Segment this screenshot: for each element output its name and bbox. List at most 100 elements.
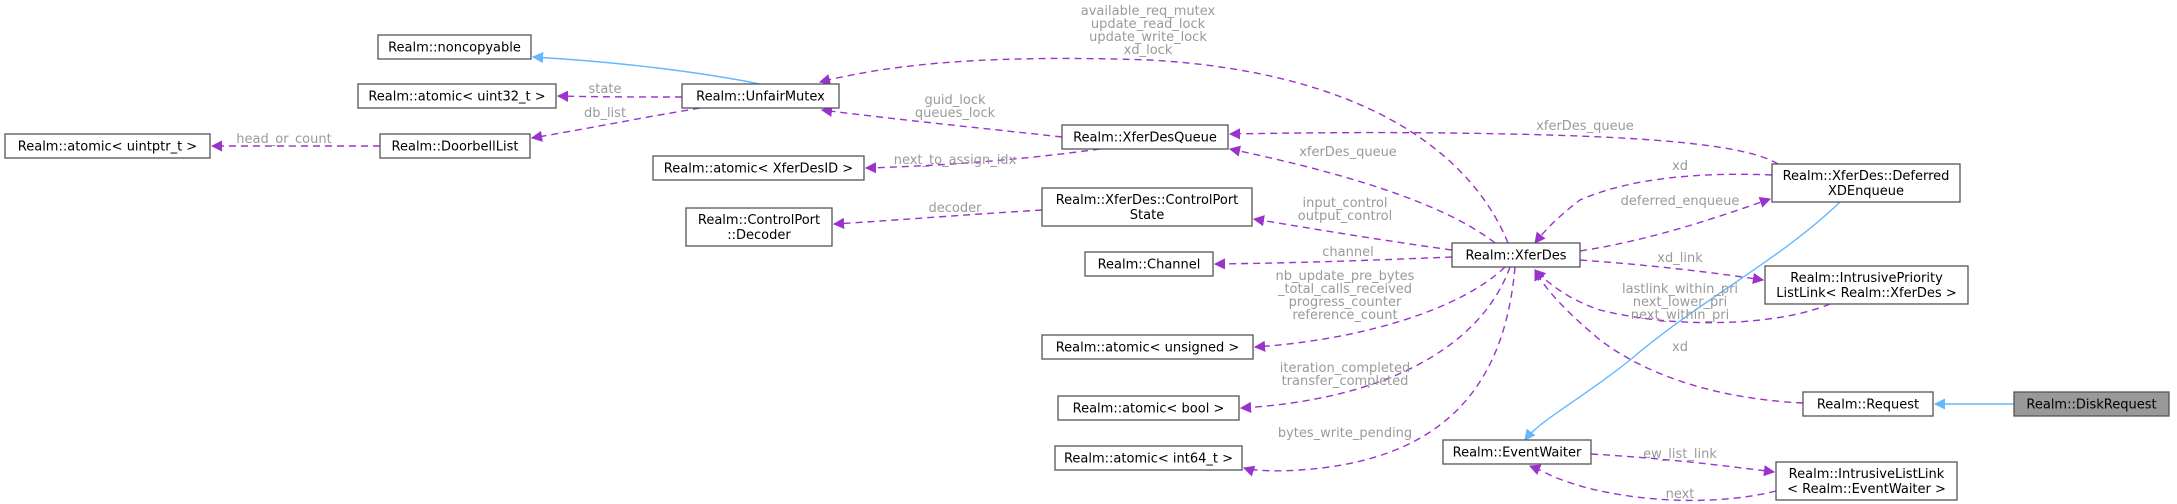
edge-label-xferdes-queue-xd: xferDes_queue bbox=[1299, 145, 1397, 160]
node-label-line: Realm::atomic< unsigned > bbox=[1056, 341, 1240, 356]
node-xferdes[interactable]: Realm::XferDes bbox=[1451, 242, 1581, 268]
node-box bbox=[1061, 124, 1229, 150]
edge-label-next-to-assign: next_to_assign_idx bbox=[894, 153, 1017, 168]
edge-label-bytes-write: bytes_write_pending bbox=[1278, 426, 1412, 441]
node-label-line: XDEnqueue bbox=[1828, 184, 1904, 199]
dependency-edge-1 bbox=[556, 90, 683, 102]
node-box bbox=[357, 83, 557, 109]
edge-label-line: reference_count bbox=[1292, 308, 1397, 323]
node-label-line: Realm::DiskRequest bbox=[2026, 398, 2156, 413]
dependency-edge-21 bbox=[1590, 453, 1776, 477]
edge-label-line: db_list bbox=[584, 106, 626, 121]
edge-label-line: ew_list_link bbox=[1643, 447, 1717, 462]
node-label: Realm::DoorbellList bbox=[392, 140, 519, 155]
node-disk-request[interactable]: Realm::DiskRequest bbox=[2013, 391, 2170, 417]
edge-label-state: state bbox=[589, 82, 622, 97]
node-label-line: Realm::atomic< uint32_t > bbox=[368, 90, 545, 105]
node-atomic-xferdesid[interactable]: Realm::atomic< XferDesID > bbox=[652, 155, 865, 181]
dependency-edge-6 bbox=[864, 148, 1101, 174]
edge-label-xd-link: xd_link bbox=[1657, 251, 1703, 266]
node-label: Realm::atomic< XferDesID > bbox=[664, 162, 853, 177]
node-label-line: Realm::DoorbellList bbox=[392, 140, 519, 155]
edge-label-line: deferred_enqueue bbox=[1621, 194, 1740, 209]
edge-label-line: head_or_count bbox=[236, 132, 331, 147]
node-label: Realm::atomic< unsigned > bbox=[1056, 341, 1240, 356]
node-label: Realm::noncopyable bbox=[388, 41, 521, 56]
node-box bbox=[1084, 251, 1214, 277]
edge-label-line: _total_calls_received bbox=[1277, 282, 1412, 297]
node-label: Realm::Channel bbox=[1098, 258, 1201, 273]
node-event-waiter[interactable]: Realm::EventWaiter bbox=[1442, 439, 1592, 465]
edge-label-line: transfer_completed bbox=[1282, 374, 1409, 389]
node-xferdes-queue[interactable]: Realm::XferDesQueue bbox=[1061, 124, 1229, 150]
edge-label-counters: nb_update_pre_bytes_total_calls_received… bbox=[1276, 269, 1415, 323]
dependency-edge-4 bbox=[818, 57, 1509, 244]
edge-label-line: bytes_write_pending bbox=[1278, 426, 1412, 441]
node-atomic-unsigned[interactable]: Realm::atomic< unsigned > bbox=[1041, 334, 1254, 360]
node-label: Realm::IntrusiveListLink< Realm::EventWa… bbox=[1787, 467, 1946, 497]
node-atomic-int64[interactable]: Realm::atomic< int64_t > bbox=[1054, 445, 1243, 471]
node-box bbox=[652, 155, 865, 181]
edge-label-line: output_control bbox=[1298, 209, 1392, 224]
node-doorbell-list[interactable]: Realm::DoorbellList bbox=[379, 133, 531, 159]
edge-label-line: lastlink_within_pri bbox=[1622, 282, 1738, 297]
node-label-line: Realm::ControlPort bbox=[698, 213, 820, 228]
node-box bbox=[681, 83, 840, 109]
node-label-line: State bbox=[1130, 208, 1164, 223]
edge-label-line: nb_update_pre_bytes bbox=[1276, 269, 1415, 284]
dependency-edge-22 bbox=[1528, 464, 1777, 502]
node-noncopyable[interactable]: Realm::noncopyable bbox=[377, 34, 532, 60]
edge-label-line: xd bbox=[1672, 159, 1688, 174]
node-label-line: Realm::noncopyable bbox=[388, 41, 521, 56]
edge-label-line: next_lower_pri bbox=[1633, 295, 1728, 310]
node-label: Realm::atomic< uintptr_t > bbox=[18, 140, 197, 155]
node-atomic-bool[interactable]: Realm::atomic< bool > bbox=[1057, 395, 1240, 421]
edge-label-head-or-count: head_or_count bbox=[236, 132, 331, 147]
node-request[interactable]: Realm::Request bbox=[1802, 391, 1934, 417]
edge-label-xferdes-queue-def: xferDes_queue bbox=[1536, 119, 1634, 134]
edge-label-line: channel bbox=[1322, 245, 1373, 260]
edge-label-line: guid_lock bbox=[924, 93, 986, 108]
edge-label-line: xferDes_queue bbox=[1536, 119, 1634, 134]
node-atomic-uint32[interactable]: Realm::atomic< uint32_t > bbox=[357, 83, 557, 109]
edge-label-line: xd_lock bbox=[1124, 43, 1173, 58]
dependency-edge-5 bbox=[820, 105, 1063, 138]
node-label-line: Realm::IntrusivePriority bbox=[1790, 271, 1943, 286]
inheritance-edge-20 bbox=[1524, 201, 1841, 441]
node-box bbox=[379, 133, 531, 159]
node-unfair-mutex[interactable]: Realm::UnfairMutex bbox=[681, 83, 840, 109]
dependency-edge-8 bbox=[1228, 128, 1779, 165]
edge-label-line: xd bbox=[1672, 340, 1688, 355]
node-box bbox=[1775, 461, 1958, 501]
dependency-edge-15 bbox=[1534, 173, 1773, 244]
dependency-edge-17 bbox=[1579, 259, 1765, 285]
node-control-port-decoder[interactable]: Realm::ControlPort::Decoder bbox=[685, 207, 833, 247]
node-box bbox=[1764, 265, 1969, 305]
node-box bbox=[1802, 391, 1934, 417]
node-label-line: Realm::IntrusiveListLink bbox=[1789, 467, 1945, 482]
node-label: Realm::atomic< bool > bbox=[1073, 402, 1225, 417]
node-intrusive-list-link[interactable]: Realm::IntrusiveListLink< Realm::EventWa… bbox=[1775, 461, 1958, 501]
edge-label-line: next bbox=[1666, 487, 1695, 502]
edge-label-deferred-enqueue: deferred_enqueue bbox=[1621, 194, 1740, 209]
edge-label-xd-def: xd bbox=[1672, 159, 1688, 174]
node-label-line: Realm::UnfairMutex bbox=[696, 90, 825, 105]
node-label: Realm::DiskRequest bbox=[2026, 398, 2156, 413]
node-label: Realm::Request bbox=[1817, 398, 1919, 413]
node-label-line: Realm::atomic< uintptr_t > bbox=[18, 140, 197, 155]
edge-label-db-list: db_list bbox=[584, 106, 626, 121]
node-channel[interactable]: Realm::Channel bbox=[1084, 251, 1214, 277]
node-label-line: ::Decoder bbox=[727, 228, 791, 243]
dependency-edge-2 bbox=[530, 107, 701, 142]
node-atomic-uintptr[interactable]: Realm::atomic< uintptr_t > bbox=[4, 133, 211, 159]
edge-label-line: iteration_completed bbox=[1280, 361, 1410, 376]
edge-label-line: decoder bbox=[929, 201, 983, 216]
node-label-line: Realm::EventWaiter bbox=[1453, 446, 1582, 461]
